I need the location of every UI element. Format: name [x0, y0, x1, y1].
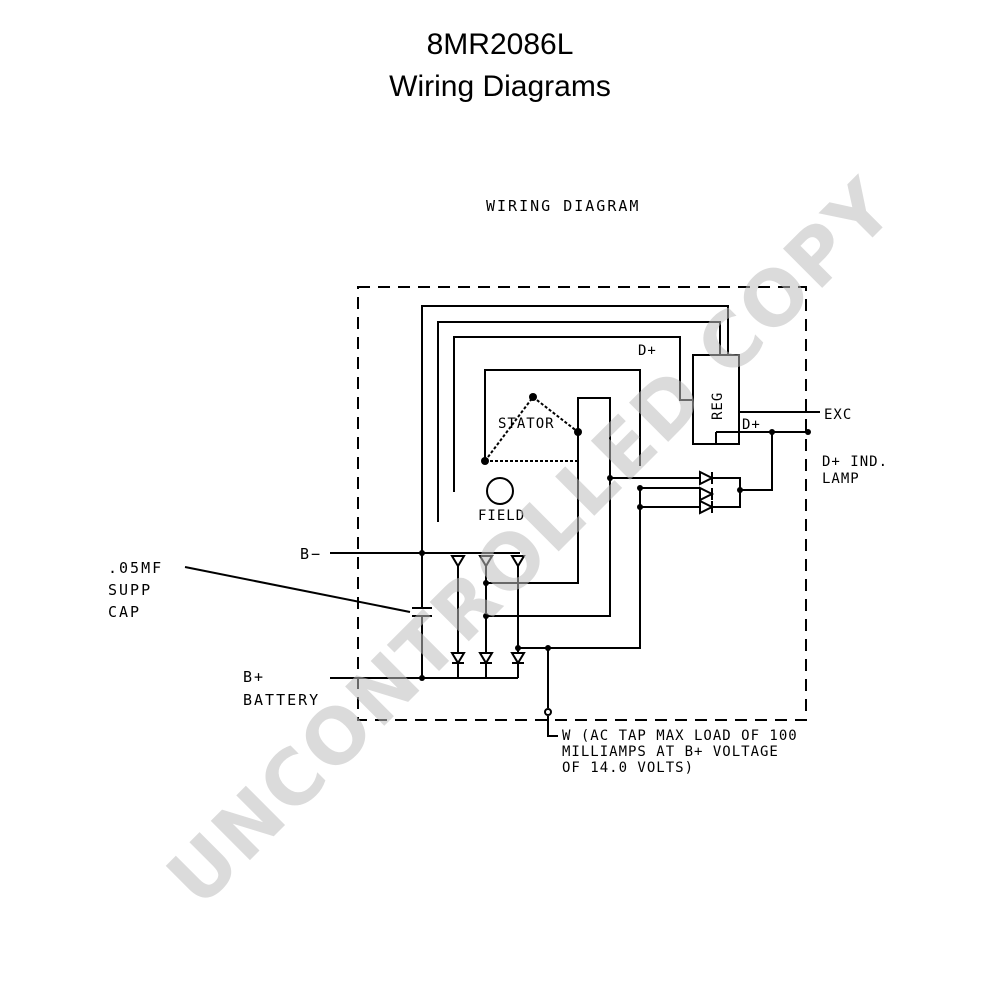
- field-coil: [486, 477, 514, 505]
- alternator-boundary: [357, 286, 807, 721]
- field-label: FIELD: [478, 508, 525, 524]
- w-note-line-1: W (AC TAP MAX LOAD OF 100: [562, 728, 798, 744]
- wire-phase-b: [486, 478, 611, 617]
- wire-stator-inner-loop: [484, 369, 641, 466]
- w-note-line-2: MILLIAMPS AT B+ VOLTAGE: [562, 744, 779, 760]
- stator-node-left: [481, 457, 489, 465]
- d-plus-reg-label: D+: [742, 417, 761, 433]
- wire-d-plus: [715, 431, 808, 444]
- b-minus-label: B−: [300, 545, 322, 563]
- cap-label-3: CAP: [108, 603, 141, 621]
- wire-loop-3: [453, 336, 693, 492]
- page-subtitle: Wiring Diagrams: [389, 70, 611, 103]
- diode-1: [699, 470, 715, 486]
- diode-pos-2: [478, 652, 494, 665]
- page-title: 8MR2086L: [426, 28, 574, 61]
- exc-label: EXC: [824, 407, 852, 423]
- junction-dot: [419, 675, 425, 681]
- regulator-label: REG: [710, 392, 726, 420]
- wire-pos-bus: [422, 663, 519, 679]
- wire-phase-a: [486, 432, 579, 584]
- b-plus-label: B+: [243, 668, 265, 686]
- diagram-title: WIRING DIAGRAM: [486, 197, 640, 215]
- watermark: UNCONTROLLED COPY: [150, 161, 911, 922]
- wire-phase-c: [518, 488, 641, 649]
- diode-neg-3: [510, 555, 526, 568]
- junction-dot: [737, 487, 743, 493]
- junction-dot: [483, 580, 489, 586]
- diode-pos-3: [510, 652, 526, 665]
- battery-label: BATTERY: [243, 691, 320, 709]
- w-note-line-3: OF 14.0 VOLTS): [562, 760, 694, 776]
- w-terminal: [544, 708, 552, 716]
- wire-loop-outer: [421, 305, 729, 553]
- junction-dot: [483, 613, 489, 619]
- lamp-label: LAMP: [822, 471, 860, 487]
- wire-loop-2: [437, 321, 721, 522]
- junction-dot: [515, 645, 521, 651]
- cap-label-2: SUPP: [108, 581, 152, 599]
- diode-neg-1: [450, 555, 466, 568]
- d-plus-terminal: [805, 429, 811, 435]
- stator-node-top: [529, 393, 537, 401]
- cap-leader: [184, 566, 411, 613]
- wire-cap: [412, 553, 432, 678]
- d-plus-top-label: D+: [638, 343, 657, 359]
- d-plus-ind-label: D+ IND.: [822, 454, 888, 470]
- wire-stator-right: [577, 397, 611, 478]
- cap-label-1: .05MF: [108, 559, 163, 577]
- stator-label: STATOR: [498, 416, 555, 432]
- diode-3: [699, 499, 715, 515]
- diode-2: [699, 486, 715, 502]
- wire-w-tap: [547, 648, 558, 737]
- diode-neg-2: [478, 555, 494, 568]
